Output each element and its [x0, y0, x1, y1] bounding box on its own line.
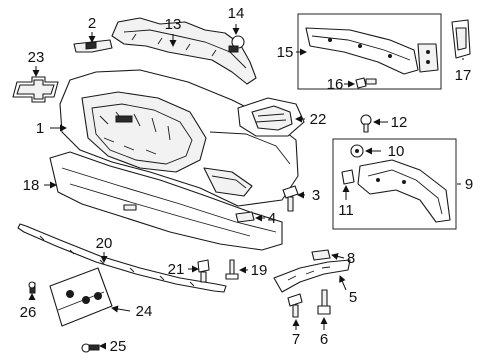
- leader-lines: [28, 24, 464, 350]
- callout-17: 17: [455, 67, 472, 84]
- bumper-fascia-part: [59, 69, 299, 207]
- bowtie-emblem-part: [12, 76, 59, 103]
- callout-2: 2: [88, 15, 96, 32]
- stud-part-19: [225, 259, 239, 280]
- bolt-part-7: [287, 293, 303, 318]
- reinforcement-bar-part: [305, 27, 439, 75]
- callout-19: 19: [251, 262, 268, 279]
- bolt-part-16: [355, 77, 377, 89]
- nut-part-10: [350, 144, 364, 158]
- callout-20: 20: [96, 235, 113, 252]
- callout-12: 12: [391, 114, 408, 131]
- push-pin-part-12: [360, 114, 372, 133]
- callout-24: 24: [136, 303, 153, 320]
- callout-10: 10: [388, 143, 405, 160]
- callout-8: 8: [347, 250, 355, 267]
- support-bracket-part: [357, 159, 451, 223]
- callout-22: 22: [310, 111, 327, 128]
- screw-part-26: [28, 281, 36, 294]
- callout-15: 15: [277, 44, 294, 61]
- callout-16: 16: [327, 76, 344, 93]
- license-plate-bracket-part: [49, 267, 113, 327]
- callout-25: 25: [110, 338, 127, 355]
- callout-1: 1: [36, 120, 44, 137]
- clip-part-8: [311, 249, 331, 261]
- clip-part: [235, 211, 255, 223]
- callout-7: 7: [292, 331, 300, 348]
- callout-4: 4: [268, 210, 276, 227]
- callout-23: 23: [28, 49, 45, 66]
- push-pin-part: [228, 35, 245, 53]
- fog-lamp-bezel-part: [237, 97, 305, 137]
- callout-21: 21: [168, 261, 185, 278]
- callout-13: 13: [165, 16, 182, 33]
- callout-6: 6: [320, 331, 328, 348]
- callout-11: 11: [338, 202, 354, 219]
- upper-absorber-part: [111, 17, 257, 85]
- callout-26: 26: [20, 304, 37, 321]
- screw-part-25: [81, 343, 100, 353]
- retainer-part-11: [341, 169, 355, 185]
- callout-5: 5: [349, 289, 357, 306]
- small-bracket-part: [73, 39, 113, 53]
- callout-14: 14: [228, 5, 245, 22]
- callout-9: 9: [465, 176, 473, 193]
- side-bracket-part-17: [451, 19, 471, 59]
- bolt-part: [282, 185, 299, 212]
- bolt-part-6: [317, 289, 331, 315]
- callout-18: 18: [23, 177, 40, 194]
- lower-fascia-part: [49, 151, 283, 251]
- bracket-detail-box: [332, 138, 457, 230]
- callout-3: 3: [312, 187, 320, 204]
- side-bracket-part: [273, 259, 351, 293]
- bolt-part-21: [197, 259, 210, 283]
